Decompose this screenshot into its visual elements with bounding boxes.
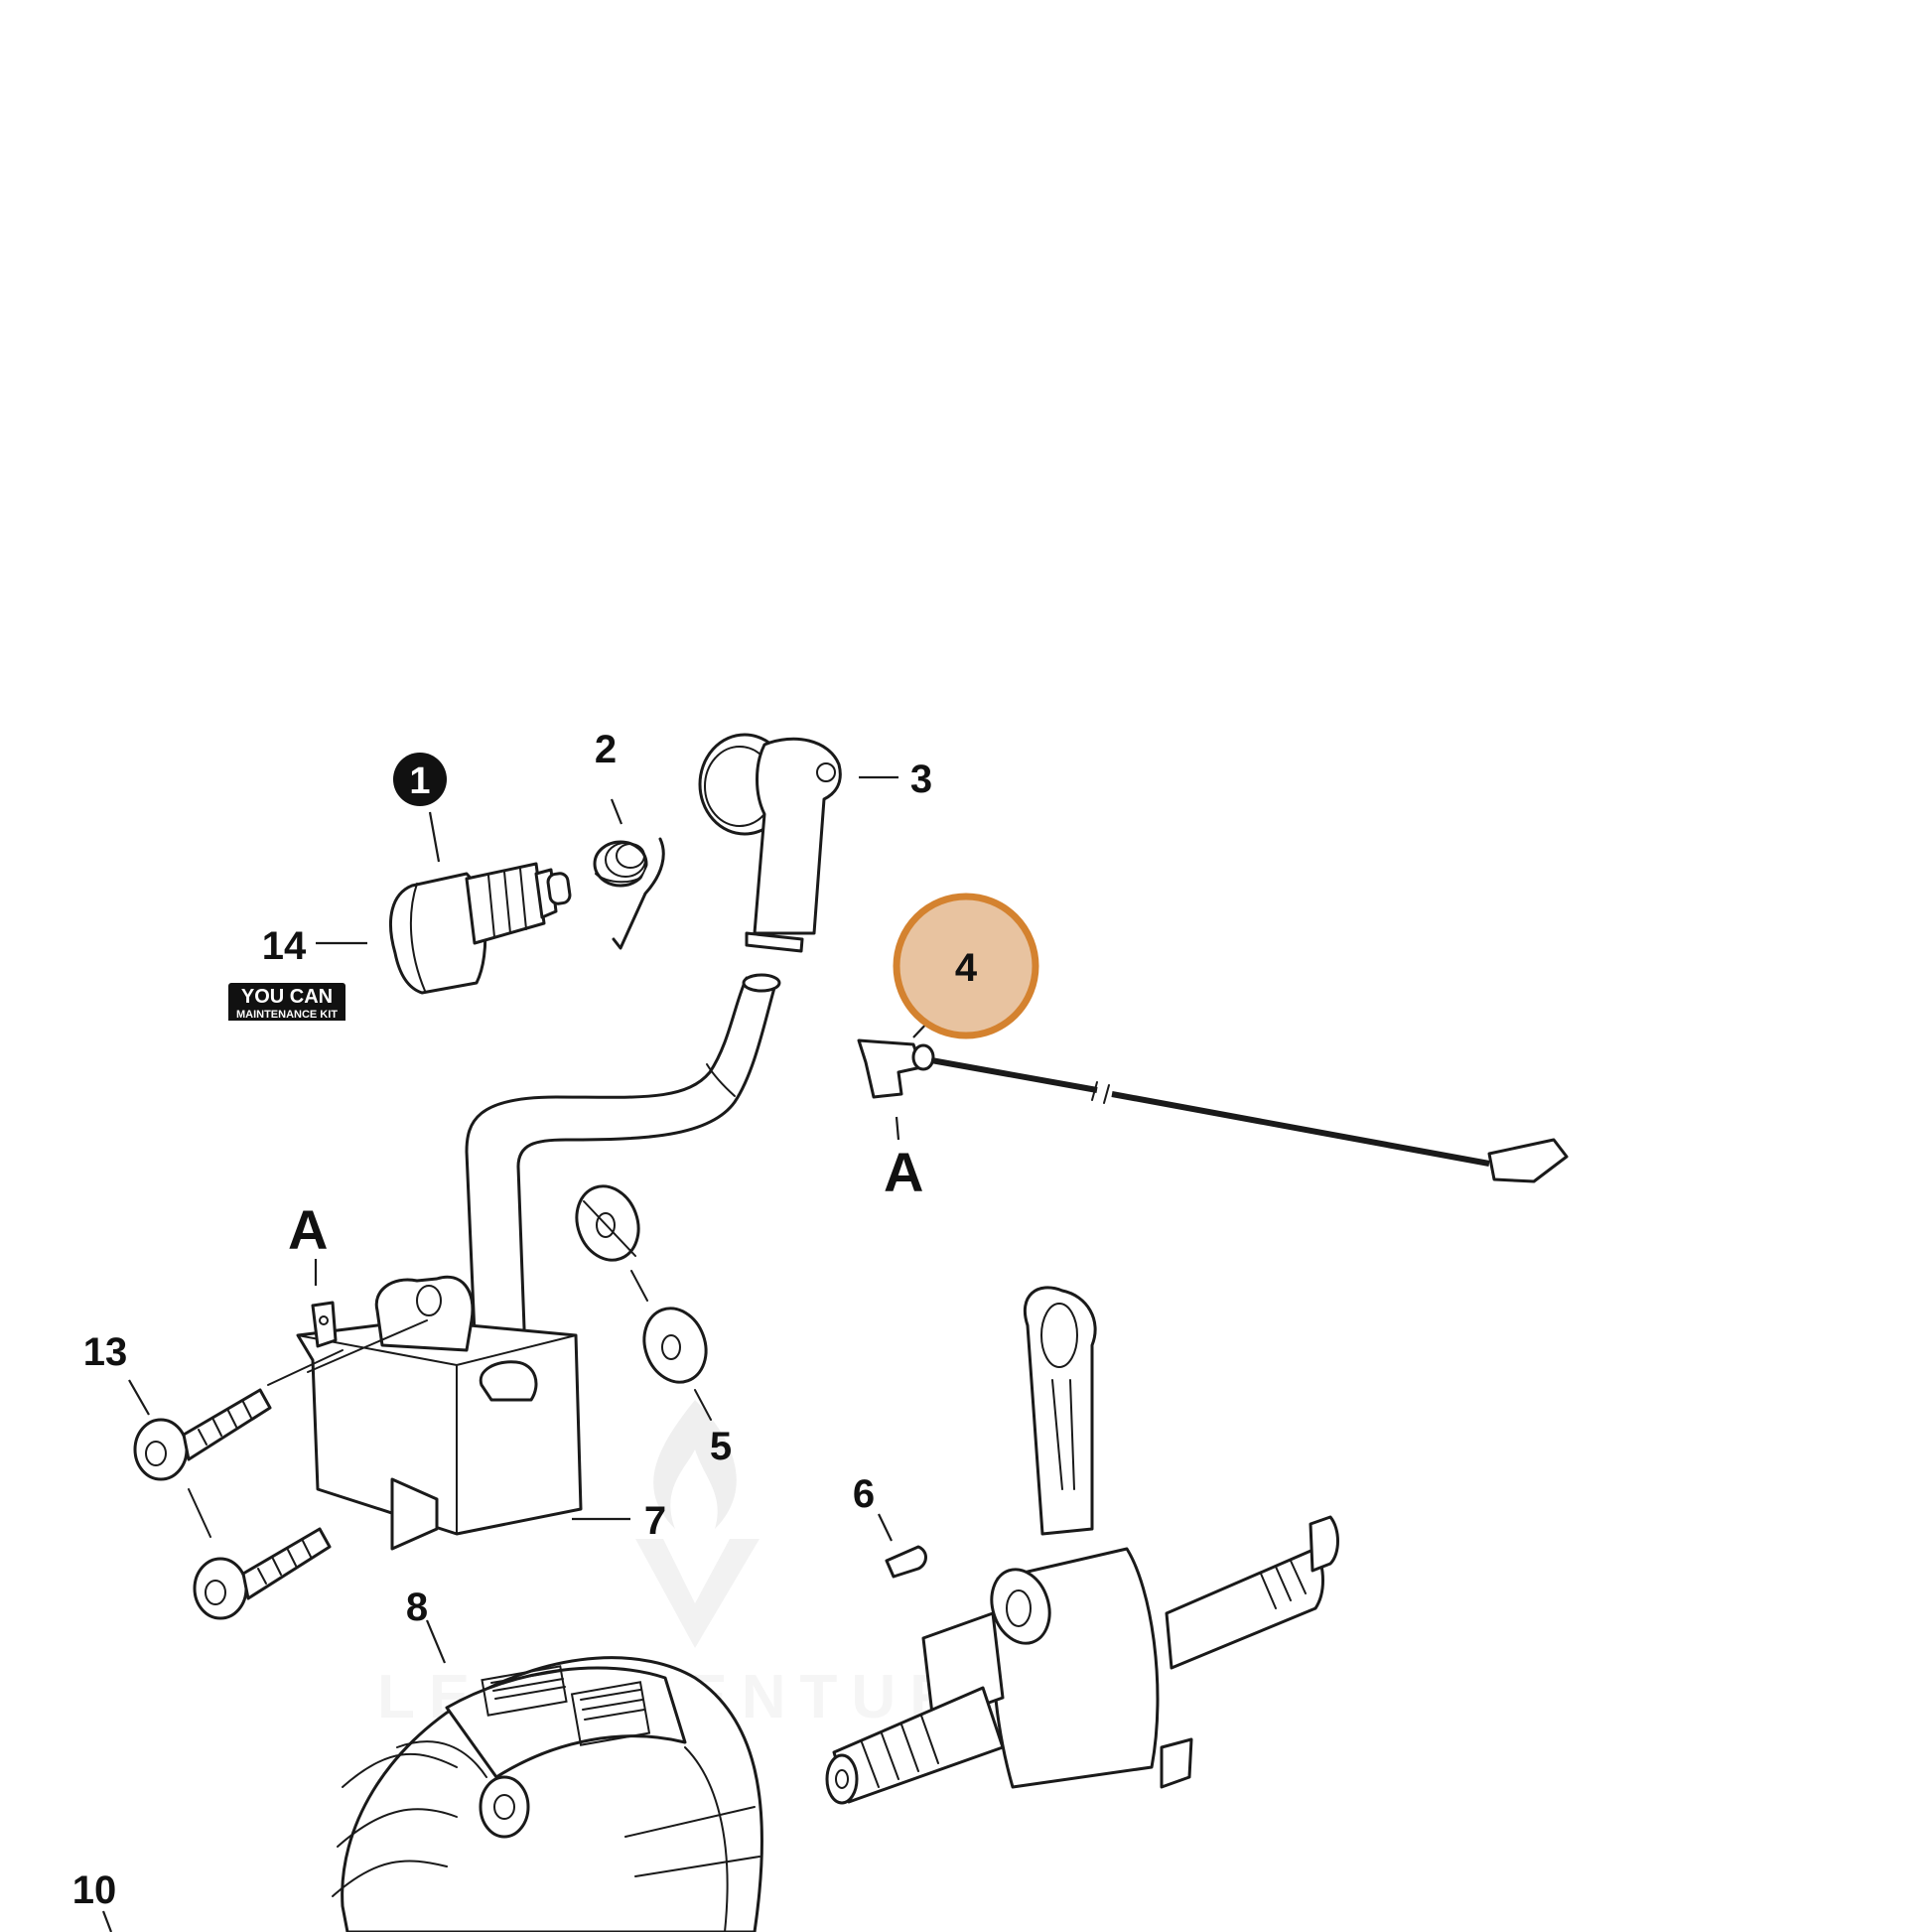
connector-leader-a-wire [895,1116,900,1141]
callout-5[interactable]: 5 [710,1425,732,1468]
spring[interactable] [593,837,665,950]
woodruff-key[interactable] [885,1545,927,1579]
callout-10[interactable]: 10 [72,1868,117,1912]
connector-label-a-wire: A [884,1141,923,1203]
connector-label-a-coil: A [288,1198,328,1261]
crankshaft[interactable] [825,1286,1339,1805]
badge-title: YOU CAN [241,986,333,1008]
ground-wire[interactable] [857,1038,1569,1183]
callout-14[interactable]: 14 [262,924,307,968]
callout-8[interactable]: 8 [406,1586,428,1629]
watermark-v-icon [635,1539,759,1648]
spark-plug[interactable] [388,862,572,995]
highlight-circle [893,893,1039,1039]
callout-2[interactable]: 2 [595,728,617,771]
ignition-coil[interactable] [267,1275,583,1551]
callout-4-highlight[interactable]: 4 [893,893,1039,1039]
screws[interactable] [133,1388,332,1620]
leader-lines [101,775,949,1932]
spark-plug-boot[interactable] [698,733,842,953]
callout-1[interactable]: 1 [393,753,447,806]
flywheel[interactable] [332,1656,763,1932]
callout-4: 4 [955,946,978,990]
maintenance-kit-badge: YOU CAN MAINTENANCE KIT [228,983,345,1021]
callout-6[interactable]: 6 [853,1472,875,1516]
ht-lead [465,973,781,1384]
callout-1-label: 1 [409,760,430,802]
badge-subtitle: MAINTENANCE KIT [236,1009,338,1021]
callout-3[interactable]: 3 [910,758,932,801]
callout-7[interactable]: 7 [644,1499,666,1543]
watermark-flame-icon [653,1400,737,1529]
callout-13[interactable]: 13 [83,1330,128,1374]
washers[interactable] [567,1177,716,1421]
